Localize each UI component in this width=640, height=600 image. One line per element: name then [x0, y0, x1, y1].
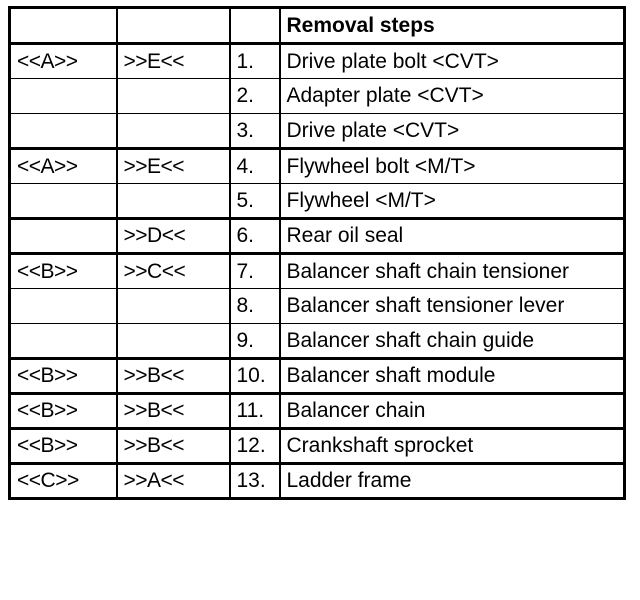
- removal-steps-table: Removal steps <<A>>>>E<<1.Drive plate bo…: [8, 6, 626, 500]
- cell-step-number: 1.: [228, 42, 281, 79]
- table-header: Removal steps: [8, 7, 626, 45]
- table-row: <<B>>>>B<<12.Crankshaft sprocket: [8, 427, 626, 464]
- cell-group-b: [115, 113, 231, 149]
- cell-group-a: [8, 323, 118, 359]
- cell-step-description: Balancer shaft tensioner lever: [278, 288, 626, 324]
- header-row: Removal steps: [8, 7, 626, 45]
- cell-group-a: <<A>>: [8, 147, 118, 184]
- header-group-a: [8, 7, 118, 45]
- cell-step-number: 8.: [228, 288, 281, 324]
- cell-group-a: <<B>>: [8, 252, 118, 289]
- table-row: <<A>>>>E<<4.Flywheel bolt <M/T>: [8, 147, 626, 184]
- table-row: >>D<<6.Rear oil seal: [8, 217, 626, 254]
- table-row: 9.Balancer shaft chain guide: [8, 323, 626, 359]
- cell-group-b: >>C<<: [115, 252, 231, 289]
- table-row: 3.Drive plate <CVT>: [8, 113, 626, 149]
- table-row: <<B>>>>C<<7.Balancer shaft chain tension…: [8, 252, 626, 289]
- cell-group-a: [8, 78, 118, 114]
- cell-step-number: 3.: [228, 113, 281, 149]
- cell-step-description: Drive plate bolt <CVT>: [278, 42, 626, 79]
- cell-group-a: [8, 183, 118, 219]
- header-number: [228, 7, 281, 45]
- cell-group-b: >>E<<: [115, 42, 231, 79]
- cell-group-b: [115, 288, 231, 324]
- cell-group-a: <<B>>: [8, 392, 118, 429]
- cell-group-a: <<A>>: [8, 42, 118, 79]
- cell-step-number: 13.: [228, 462, 281, 499]
- cell-group-a: <<B>>: [8, 427, 118, 464]
- cell-group-b: >>E<<: [115, 147, 231, 184]
- header-group-b: [115, 7, 231, 45]
- cell-step-description: Balancer shaft chain tensioner: [278, 252, 626, 289]
- table-row: <<C>>>>A<<13.Ladder frame: [8, 462, 626, 499]
- cell-step-description: Crankshaft sprocket: [278, 427, 626, 464]
- cell-step-description: Balancer shaft chain guide: [278, 323, 626, 359]
- table-row: 8.Balancer shaft tensioner lever: [8, 288, 626, 324]
- cell-group-a: <<B>>: [8, 357, 118, 394]
- cell-step-description: Balancer chain: [278, 392, 626, 429]
- cell-group-a: [8, 113, 118, 149]
- table-row: <<B>>>>B<<10.Balancer shaft module: [8, 357, 626, 394]
- table-row: 5.Flywheel <M/T>: [8, 183, 626, 219]
- header-removal-steps: Removal steps: [278, 7, 626, 45]
- cell-group-a: <<C>>: [8, 462, 118, 499]
- cell-step-description: Rear oil seal: [278, 217, 626, 254]
- cell-step-number: 4.: [228, 147, 281, 184]
- cell-group-a: [8, 217, 118, 254]
- cell-step-description: Ladder frame: [278, 462, 626, 499]
- cell-step-description: Flywheel <M/T>: [278, 183, 626, 219]
- cell-step-description: Adapter plate <CVT>: [278, 78, 626, 114]
- cell-step-description: Flywheel bolt <M/T>: [278, 147, 626, 184]
- cell-group-b: >>A<<: [115, 462, 231, 499]
- cell-group-b: [115, 183, 231, 219]
- table-row: <<B>>>>B<<11.Balancer chain: [8, 392, 626, 429]
- cell-step-number: 9.: [228, 323, 281, 359]
- cell-group-a: [8, 288, 118, 324]
- cell-step-description: Drive plate <CVT>: [278, 113, 626, 149]
- cell-group-b: >>B<<: [115, 427, 231, 464]
- cell-step-number: 5.: [228, 183, 281, 219]
- cell-group-b: >>B<<: [115, 357, 231, 394]
- cell-step-number: 7.: [228, 252, 281, 289]
- cell-step-number: 6.: [228, 217, 281, 254]
- table-row: <<A>>>>E<<1.Drive plate bolt <CVT>: [8, 42, 626, 79]
- table-row: 2.Adapter plate <CVT>: [8, 78, 626, 114]
- cell-step-number: 2.: [228, 78, 281, 114]
- cell-group-b: >>D<<: [115, 217, 231, 254]
- cell-group-b: [115, 323, 231, 359]
- cell-group-b: >>B<<: [115, 392, 231, 429]
- table-body: <<A>>>>E<<1.Drive plate bolt <CVT>2.Adap…: [8, 42, 626, 499]
- cell-step-number: 11.: [228, 392, 281, 429]
- cell-step-number: 10.: [228, 357, 281, 394]
- cell-step-description: Balancer shaft module: [278, 357, 626, 394]
- cell-group-b: [115, 78, 231, 114]
- cell-step-number: 12.: [228, 427, 281, 464]
